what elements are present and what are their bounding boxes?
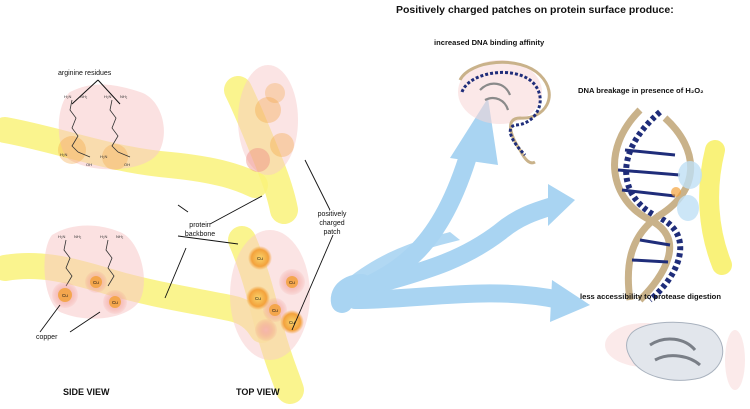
svg-text:H₂N: H₂N [104, 94, 111, 99]
protein-backbone-outcome [699, 140, 732, 275]
copper-ion-labels: Cu Cu Cu Cu Cu Cu Cu Cu [62, 256, 295, 325]
outcome-dna-breakage: DNA breakage in presence of H₂O₂ [578, 86, 704, 95]
svg-text:NH₂: NH₂ [120, 94, 128, 99]
svg-text:NH₂: NH₂ [116, 234, 124, 239]
svg-text:Cu: Cu [255, 296, 261, 301]
leader-lines [39, 159, 334, 333]
dna-protein-complex [458, 60, 551, 165]
svg-text:NH₂: NH₂ [74, 234, 82, 239]
label-top-view: TOP VIEW [236, 387, 280, 397]
svg-text:H₂N: H₂N [100, 234, 107, 239]
svg-text:H₂N: H₂N [64, 94, 71, 99]
svg-text:H₂N: H₂N [60, 152, 67, 157]
copper-ions [52, 246, 305, 341]
svg-text:Cu: Cu [93, 280, 99, 285]
side-view-upper: H₂N NH₂ H₂N NH₂ H₂N OH H₂N OH [0, 84, 268, 198]
svg-text:Cu: Cu [289, 320, 295, 325]
side-view-lower: H₂N NH₂ H₂N NH₂ [0, 225, 275, 343]
label-copper: copper [36, 334, 58, 341]
outcome-arrows [330, 98, 590, 322]
svg-text:Cu: Cu [62, 293, 68, 298]
dna-helix [611, 107, 732, 303]
copper-ion [246, 286, 270, 310]
svg-text:NH₂: NH₂ [80, 94, 88, 99]
svg-text:Cu: Cu [272, 308, 278, 313]
protein-surface [605, 321, 745, 390]
svg-text:OH: OH [86, 162, 92, 167]
outcome-protease: less accessibility to protease digestion [580, 292, 721, 301]
svg-text:Cu: Cu [112, 300, 118, 305]
svg-text:H₂N: H₂N [100, 154, 107, 159]
svg-text:Cu: Cu [289, 280, 295, 285]
figure-title: Positively charged patches on protein su… [396, 4, 674, 16]
label-side-view: SIDE VIEW [63, 387, 110, 397]
arginine-leader-lines [71, 79, 121, 105]
top-view-upper [224, 65, 298, 224]
copper-ion [248, 246, 272, 270]
copper-ion [255, 319, 277, 341]
protein-backbone-upper [0, 117, 268, 198]
outcome-dna-binding: increased DNA binding affinity [434, 38, 545, 47]
svg-text:H₂N: H₂N [58, 234, 65, 239]
svg-text:OH: OH [124, 162, 130, 167]
svg-text:Cu: Cu [257, 256, 263, 261]
label-arginine-residues: arginine residues [58, 70, 112, 77]
